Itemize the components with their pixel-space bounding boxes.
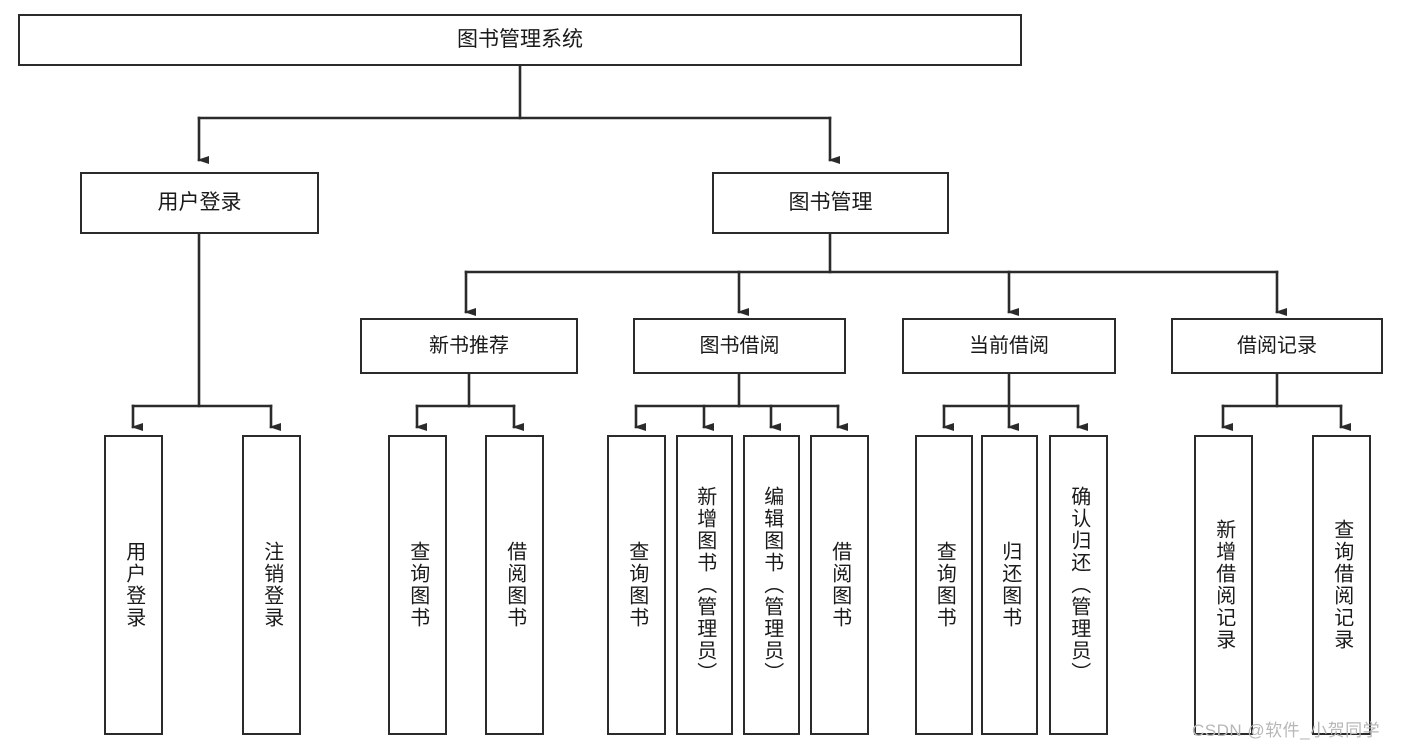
node-book-management[interactable]: 图书管理: [712, 172, 949, 234]
leaf-confirm-return[interactable]: 确认归还（管理员）: [1049, 435, 1108, 735]
leaf-add-book-label: 新增图书（管理员）: [693, 486, 716, 684]
leaf-query-record[interactable]: 查询借阅记录: [1312, 435, 1371, 735]
leaf-return-book[interactable]: 归还图书: [981, 435, 1038, 735]
leaf-add-record[interactable]: 新增借阅记录: [1194, 435, 1253, 735]
leaf-user-logout[interactable]: 注销登录: [242, 435, 301, 735]
node-user-login[interactable]: 用户登录: [80, 172, 319, 234]
leaf-query-record-label: 查询借阅记录: [1330, 519, 1353, 651]
node-new-book-recommend-label: 新书推荐: [429, 334, 509, 357]
node-current-borrow-label: 当前借阅: [969, 334, 1049, 357]
leaf-user-logout-label: 注销登录: [260, 541, 283, 629]
leaf-borrow-book-2[interactable]: 借阅图书: [810, 435, 869, 735]
leaf-edit-book-label: 编辑图书（管理员）: [760, 486, 783, 684]
leaf-query-book-1-label: 查询图书: [406, 541, 429, 629]
node-new-book-recommend[interactable]: 新书推荐: [360, 318, 578, 374]
leaf-confirm-return-label: 确认归还（管理员）: [1067, 486, 1090, 684]
node-borrow-record-label: 借阅记录: [1237, 334, 1317, 357]
node-book-borrow[interactable]: 图书借阅: [633, 318, 846, 374]
leaf-return-book-label: 归还图书: [998, 541, 1021, 629]
node-root[interactable]: 图书管理系统: [18, 14, 1022, 66]
node-borrow-record[interactable]: 借阅记录: [1171, 318, 1383, 374]
leaf-query-book-3-label: 查询图书: [933, 541, 956, 629]
leaf-query-book-3[interactable]: 查询图书: [915, 435, 973, 735]
leaf-user-login[interactable]: 用户登录: [104, 435, 163, 735]
node-book-borrow-label: 图书借阅: [699, 334, 780, 357]
leaf-add-book[interactable]: 新增图书（管理员）: [676, 435, 733, 735]
node-book-management-label: 图书管理: [788, 191, 873, 215]
leaf-borrow-book-1-label: 借阅图书: [503, 541, 526, 629]
leaf-borrow-book-2-label: 借阅图书: [828, 541, 851, 629]
node-user-login-label: 用户登录: [157, 191, 242, 215]
leaf-user-login-label: 用户登录: [122, 541, 145, 629]
node-current-borrow[interactable]: 当前借阅: [902, 318, 1116, 374]
node-root-label: 图书管理系统: [457, 28, 583, 52]
leaf-add-record-label: 新增借阅记录: [1212, 519, 1235, 651]
leaf-query-book-2-label: 查询图书: [625, 541, 648, 629]
csdn-watermark: CSDN @软件_小贺同学: [1192, 721, 1381, 740]
leaf-borrow-book-1[interactable]: 借阅图书: [485, 435, 544, 735]
leaf-edit-book[interactable]: 编辑图书（管理员）: [743, 435, 800, 735]
leaf-query-book-2[interactable]: 查询图书: [607, 435, 666, 735]
leaf-query-book-1[interactable]: 查询图书: [388, 435, 447, 735]
